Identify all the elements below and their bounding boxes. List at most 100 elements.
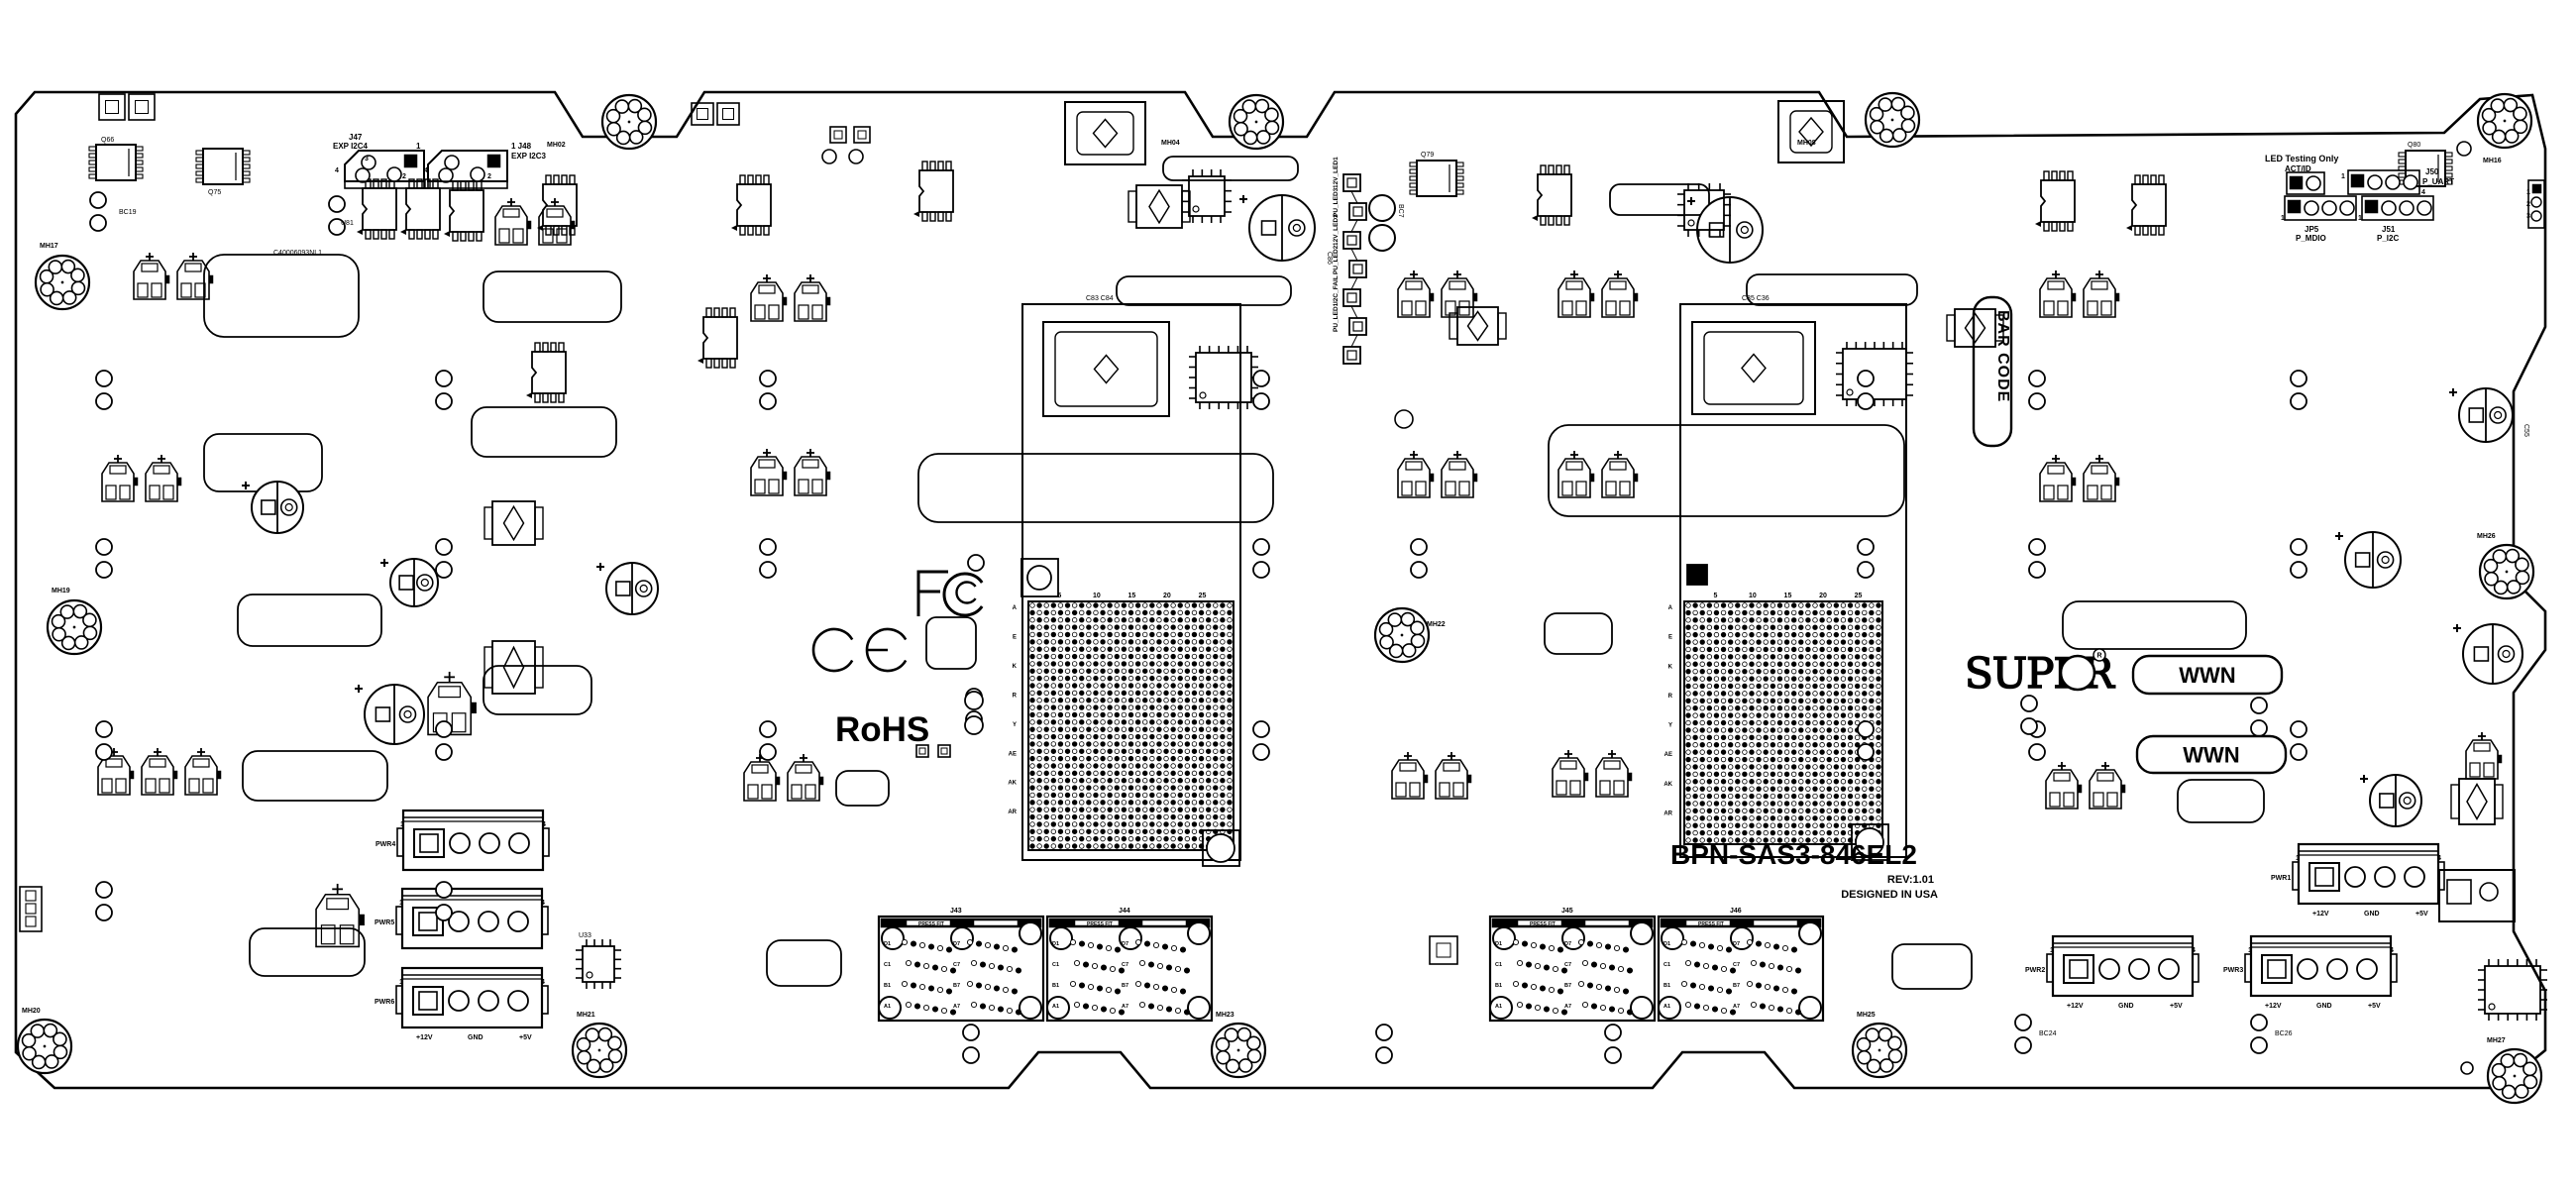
- bga-ball: [1685, 661, 1691, 667]
- component-body: [128, 93, 156, 121]
- sas-pin: [979, 961, 987, 968]
- bga-ball: [1798, 712, 1804, 718]
- bga-ball: [1227, 800, 1233, 806]
- soic-chip: [537, 174, 578, 236]
- bga-ball: [1819, 639, 1825, 645]
- bga-ball: [1127, 726, 1134, 732]
- bga-ball: [1776, 749, 1783, 755]
- sas-pin-label: C7: [1122, 962, 1128, 968]
- bga-ball: [1191, 675, 1198, 682]
- bga-ball: [1763, 646, 1769, 653]
- bga-ball: [1756, 683, 1762, 690]
- inductor-pad: [534, 506, 544, 540]
- bga-ball: [1079, 778, 1085, 784]
- bga-ball: [1086, 755, 1092, 762]
- bga-ball: [1163, 770, 1169, 777]
- bga-ball: [1854, 639, 1861, 645]
- pwr-pin: [2326, 958, 2348, 980]
- bga-ball: [1213, 821, 1219, 827]
- bga-ball: [1079, 704, 1085, 710]
- bga-ball: [1127, 813, 1134, 820]
- bga-ball: [1756, 631, 1762, 638]
- sas-pin: [1525, 961, 1533, 968]
- bga-ball: [1735, 617, 1741, 623]
- sas-pin: [1755, 940, 1763, 947]
- header-pin1-square: [2289, 175, 2304, 190]
- via: [2028, 370, 2046, 387]
- cap-top-pad: [2096, 772, 2114, 782]
- chip-pin: [88, 173, 97, 179]
- mh-hole: [2513, 106, 2527, 122]
- bga-ball: [1735, 654, 1741, 660]
- mh-hole: [2515, 557, 2529, 573]
- cap-outline: [1601, 458, 1635, 498]
- bga-ball: [1876, 742, 1881, 748]
- soic-body: [2131, 183, 2167, 227]
- bga-ball: [1876, 801, 1881, 807]
- soic-pin: [2051, 170, 2058, 181]
- bga-ball: [1685, 742, 1691, 748]
- sas-pin: [1577, 938, 1585, 946]
- cap-polarity-mark: [1429, 292, 1435, 302]
- bga-ball: [1107, 646, 1113, 652]
- via-pair: [1252, 720, 1270, 761]
- film-chip: [88, 144, 144, 181]
- cap-pad: [1445, 300, 1456, 316]
- sas-pin: [1002, 944, 1010, 952]
- bga-ball: [1720, 668, 1727, 675]
- cap-outline: [1601, 277, 1635, 318]
- soic-pin: [1540, 164, 1547, 175]
- led-inner: [1346, 177, 1357, 188]
- bga-ball: [1071, 646, 1078, 652]
- cap-pad: [2087, 485, 2098, 500]
- bga-ball: [1699, 749, 1705, 755]
- bga-ball: [1756, 698, 1762, 703]
- bga-ball: [1869, 646, 1875, 653]
- inductor-pad: [534, 646, 544, 689]
- bga-ball: [1050, 698, 1057, 703]
- bga-ball: [1833, 734, 1840, 741]
- bga-ball: [1198, 813, 1205, 820]
- bga-ball: [1220, 653, 1226, 660]
- bga-ball: [1198, 770, 1205, 777]
- pwr-tab: [2390, 953, 2398, 983]
- chip-pin: [1409, 175, 1418, 181]
- soic-pin: [550, 392, 557, 403]
- bga-ball: [1107, 653, 1113, 660]
- bga-ball: [1805, 756, 1811, 763]
- bga-ball: [1720, 661, 1727, 667]
- component-inner: [135, 100, 149, 114]
- bga-ball: [1869, 617, 1875, 623]
- sas-pin: [1590, 961, 1598, 968]
- bga-ball: [1170, 653, 1176, 660]
- cap-outline: [2083, 462, 2116, 502]
- bga-ball: [1735, 779, 1741, 785]
- bga-ball: [1756, 779, 1762, 785]
- bga-ball: [1107, 748, 1113, 754]
- bga-ball: [1699, 756, 1705, 763]
- bga-ball: [1198, 675, 1205, 682]
- cap-pad: [2063, 792, 2075, 808]
- bga-ball: [1756, 756, 1762, 763]
- bga-ball: [1121, 631, 1127, 638]
- cap-top-pad: [758, 459, 776, 469]
- bga-ball: [1685, 779, 1691, 785]
- bga-ball: [1213, 748, 1219, 754]
- bga-ball: [1713, 734, 1720, 741]
- bga-ball: [1134, 835, 1141, 842]
- mh-hole: [2481, 107, 2497, 123]
- bga-ball: [1114, 711, 1120, 718]
- electrolytic-cap: [2449, 387, 2514, 443]
- mh-hole: [597, 1027, 613, 1042]
- mh-hole: [1891, 128, 1907, 143]
- pwr-pin1-pad: [2063, 954, 2094, 984]
- bga-ball: [1770, 602, 1776, 608]
- cap-top-pad: [141, 263, 159, 272]
- bga-ball: [1727, 822, 1734, 828]
- bga-ball: [1727, 698, 1734, 703]
- bga-ball: [1043, 609, 1049, 616]
- bga-ball: [1713, 837, 1720, 843]
- bga-ball: [1213, 653, 1219, 660]
- bga-ball: [1086, 668, 1092, 674]
- silkscreen-text: BC7: [1397, 204, 1404, 218]
